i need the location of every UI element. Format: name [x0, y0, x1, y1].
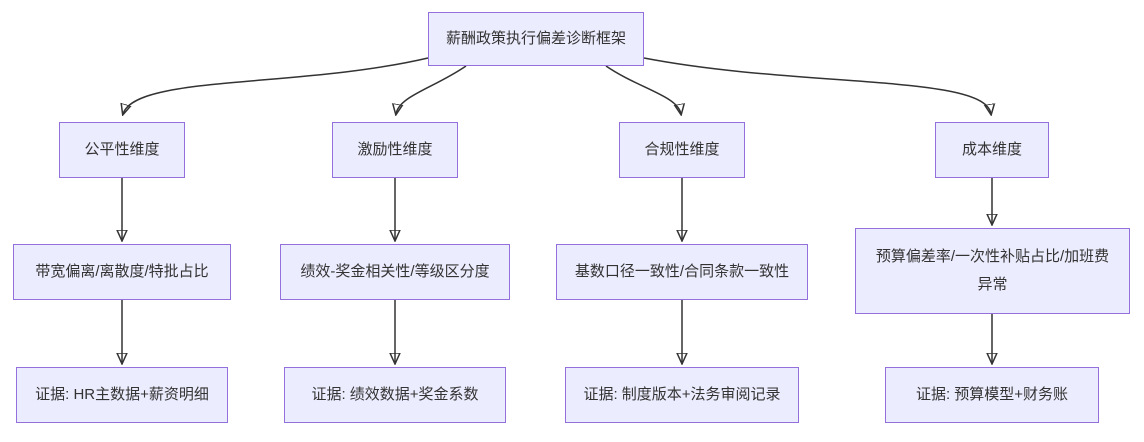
node-root: 薪酬政策执行偏差诊断框架 — [428, 12, 644, 66]
node-dimension-fairness: 公平性维度 — [59, 122, 185, 178]
node-evidence-incentive: 证据: 绩效数据+奖金系数 — [284, 367, 506, 423]
edge-root-to-fairness — [123, 57, 429, 114]
node-evidence-fairness: 证据: HR主数据+薪资明细 — [16, 367, 228, 423]
node-dimension-compliance: 合规性维度 — [619, 122, 745, 178]
node-metrics-cost: 预算偏差率/一次性补贴占比/加班费 异常 — [855, 228, 1130, 314]
node-evidence-compliance: 证据: 制度版本+法务审阅记录 — [565, 367, 799, 423]
node-metrics-incentive: 绩效-奖金相关性/等级区分度 — [280, 244, 510, 300]
node-dimension-cost: 成本维度 — [935, 122, 1049, 178]
node-metrics-compliance: 基数口径一致性/合同条款一致性 — [556, 244, 808, 300]
edge-root-to-cost — [643, 57, 991, 114]
edge-root-to-incentive — [396, 65, 467, 114]
node-metrics-fairness: 带宽偏离/离散度/特批占比 — [13, 244, 231, 300]
metrics-cost-line1: 预算偏差率/一次性补贴占比/加班费 — [875, 248, 1110, 265]
metrics-cost-line2: 异常 — [977, 276, 1008, 293]
node-evidence-cost: 证据: 预算模型+财务账 — [885, 367, 1099, 423]
edge-root-to-compliance — [605, 65, 681, 114]
node-dimension-incentive: 激励性维度 — [332, 122, 458, 178]
